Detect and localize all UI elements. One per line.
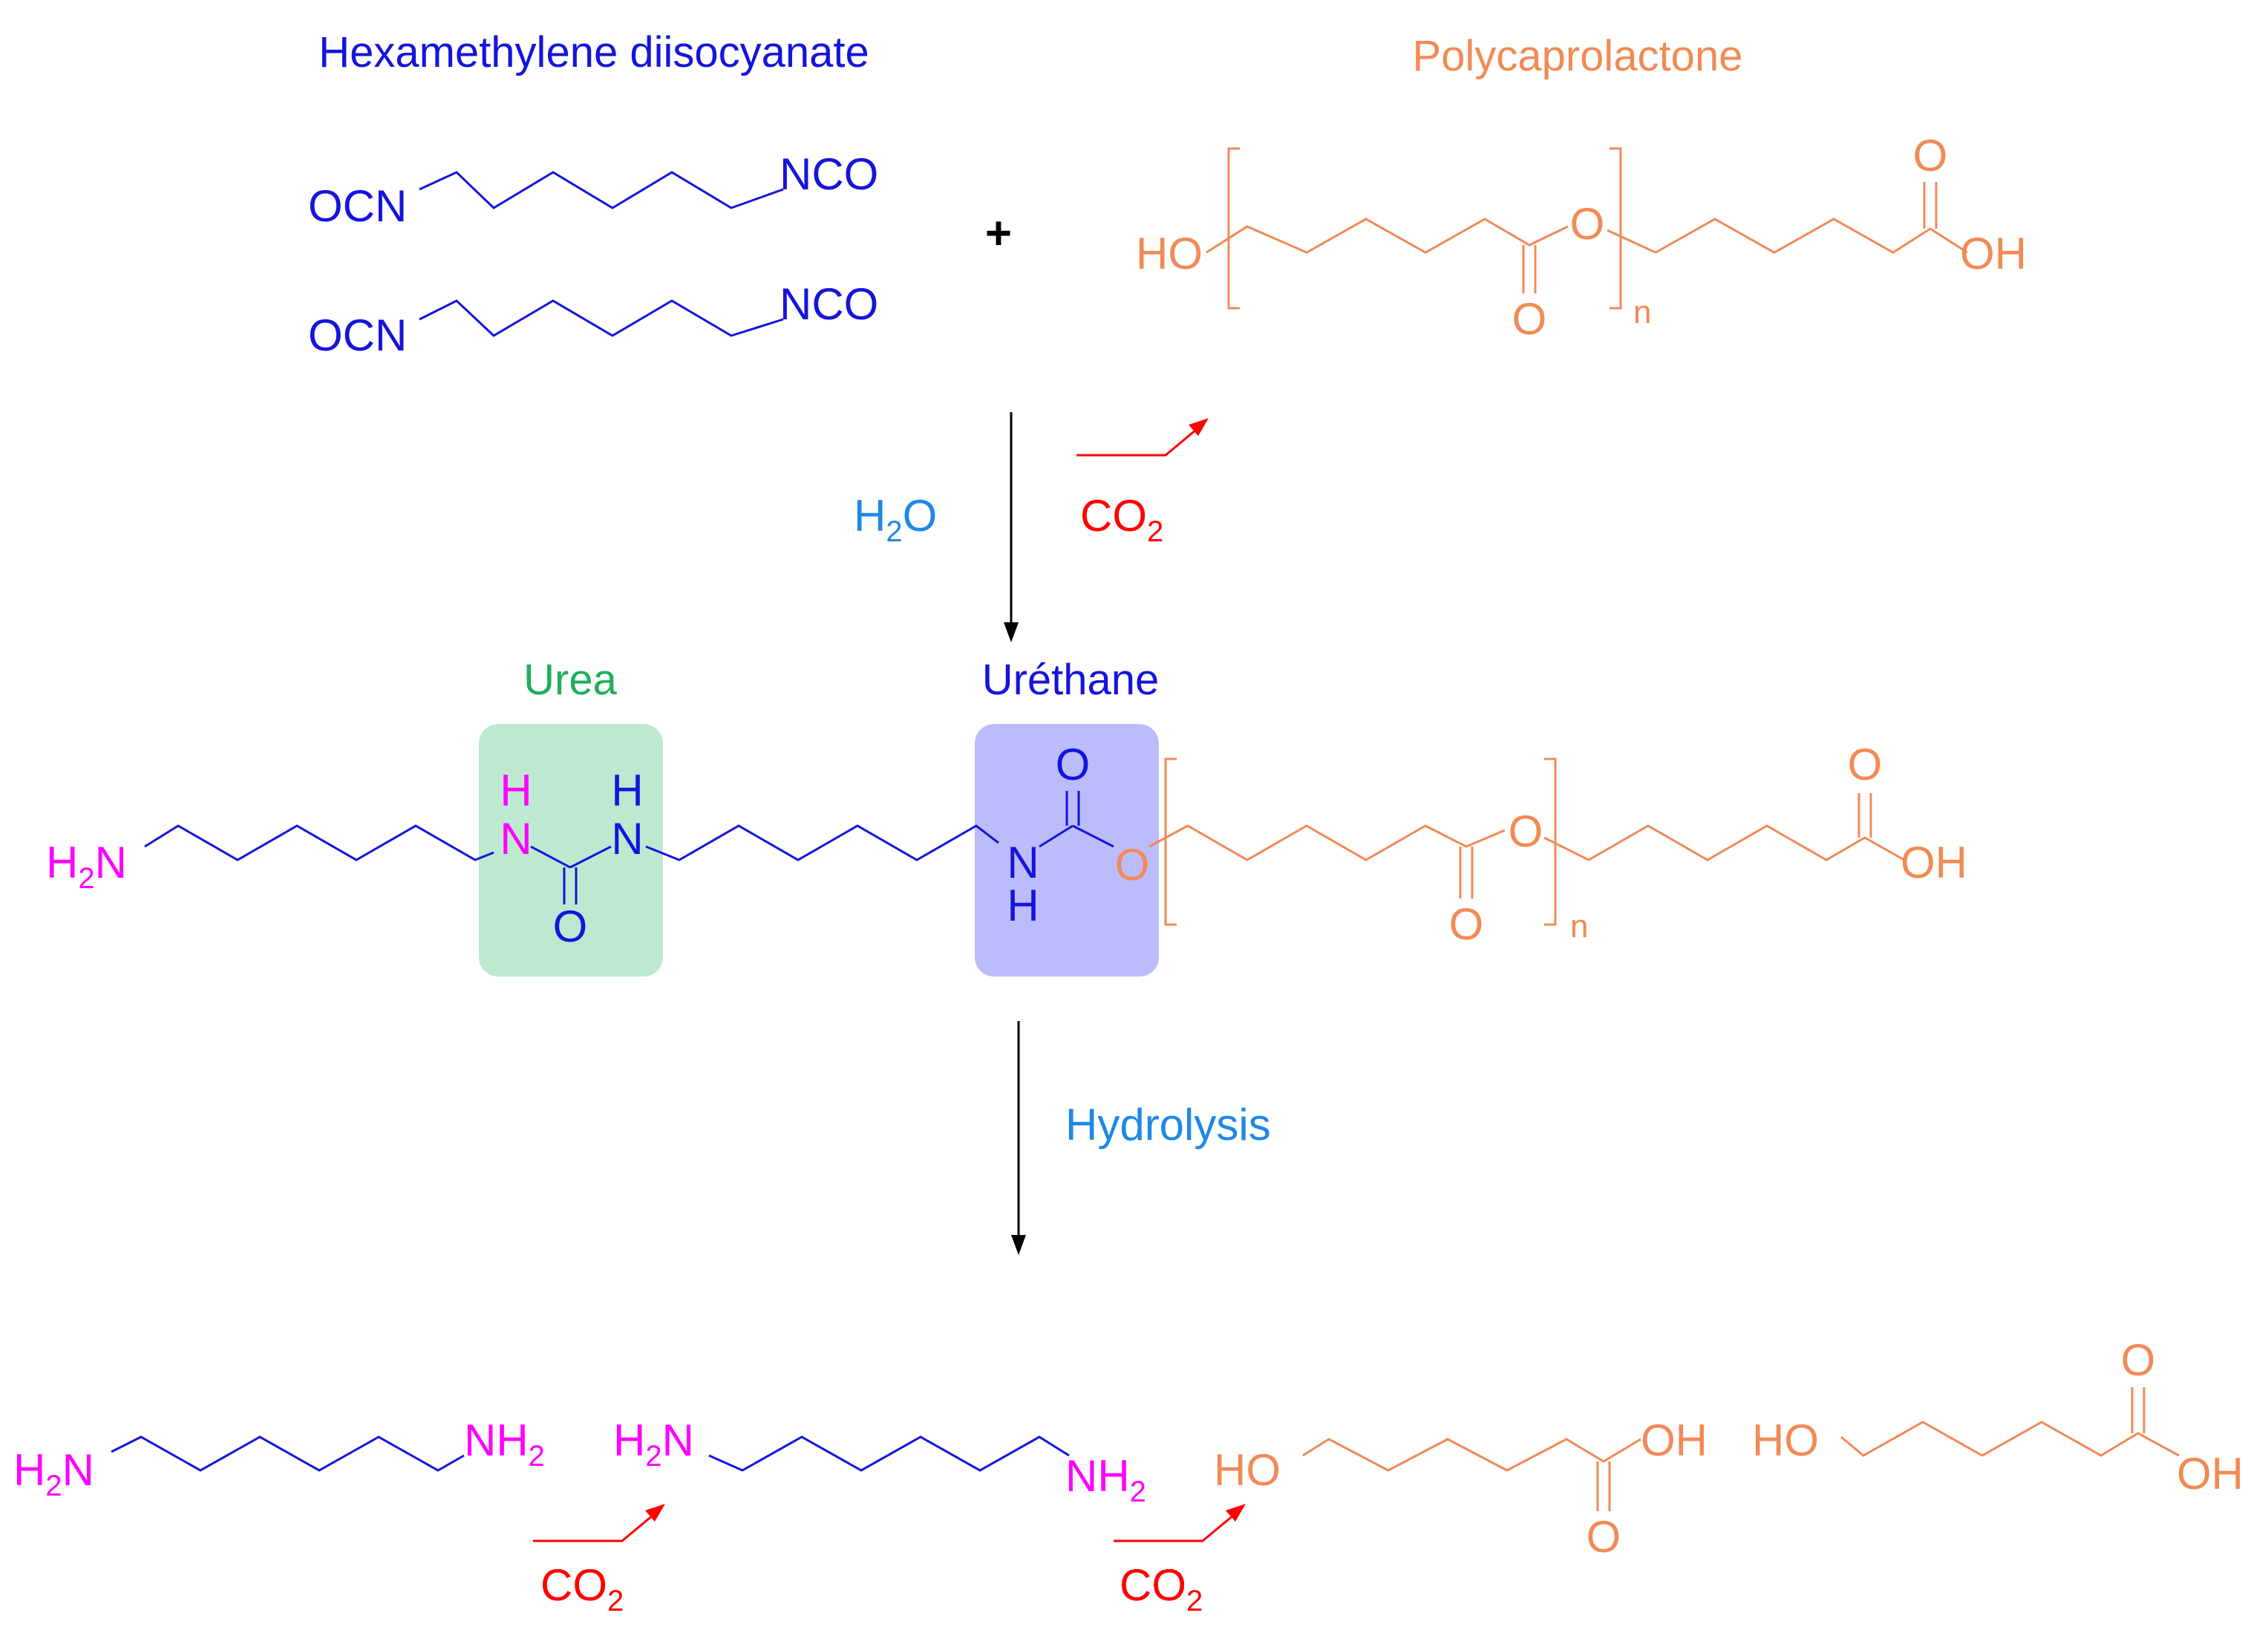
urethane-h: H [1007,881,1039,930]
mid-pcl-ester-o: O [1509,806,1543,856]
urethane-ester-o: O [1115,840,1150,890]
hdi-molecule-1: OCN NCO [308,149,878,231]
hdi-nco-1: NCO [780,149,878,199]
urethane-highlight-box [975,724,1159,977]
hydrolysis-label: Hydrolysis [1065,1100,1271,1150]
pcl-repeat-n: n [1633,294,1651,330]
pcl-repeat-chain [1206,218,1569,254]
co2-byproduct-1: CO2 [1080,491,1163,548]
hexanoic-1-chain [1302,1438,1641,1472]
co2-release-arrow-3 [1114,1504,1246,1542]
intermediate-molecule: H2N H N O H N N H O O O O n O [46,740,1967,951]
urea-bond-right [569,845,612,869]
water-reagent: H2O [854,491,937,548]
diamine-product-1: H2N NH2 [13,1415,545,1502]
mid-pcl-bracket-right [1544,757,1557,926]
co2-byproduct-3: CO2 [1120,1560,1203,1617]
pcl-bracket-right [1610,147,1622,310]
urea-bond-left [530,845,571,869]
mid-pcl-carbonyl-o: O [1449,899,1484,949]
hexanoic-2-oh: OH [2177,1449,2244,1499]
co2-release-arrow-2 [533,1504,665,1542]
mid-pcl-end-carbonyl-o: O [1848,740,1883,789]
hexyl-chain-2 [645,824,999,861]
co2-byproduct-2: CO2 [540,1560,624,1617]
hydroxyhexanoic-acid-product-1: HO O OH [1214,1415,1707,1562]
hexyl-chain-1 [144,824,494,861]
mid-pcl-bracket-left [1164,757,1177,926]
hdi-molecule-2: OCN NCO [308,279,878,360]
hdi-ocn-2: OCN [308,310,407,360]
hexanoic-1-oh: OH [1641,1415,1707,1465]
diamine-product-2: H2N NH2 [613,1415,1146,1508]
reaction-arrow-1 [1004,412,1019,642]
urea-nh-right-h: H [611,766,643,815]
hdi-title: Hexamethylene diisocyanate [318,28,869,76]
urea-nh-right-n: N [611,814,643,864]
hexanoic-1-ho: HO [1214,1445,1281,1495]
hexanoic-2-carbonyl-o: O [2121,1335,2156,1385]
co2-release-arrow-1 [1076,418,1209,457]
pcl-bracket-left [1227,147,1240,310]
plus-sign: + [985,208,1012,259]
hdi-ocn-1: OCN [308,181,407,231]
urethane-title: Uréthane [982,656,1160,704]
diamine-2-chain [708,1435,1070,1472]
urethane-bond-c-o [1072,824,1114,848]
pcl-ho: HO [1136,229,1203,278]
urea-title: Urea [523,656,617,704]
pcl-end-carbonyl-o: O [1913,131,1948,180]
amine-terminal: H2N [46,838,127,895]
urea-highlight-box [479,724,663,977]
mid-pcl-end-oh: OH [1901,838,1967,887]
diamine-2-nh2: NH2 [1065,1451,1146,1508]
hexanoic-2-ho: HO [1752,1415,1819,1465]
mid-pcl-repeat-n: n [1570,908,1588,945]
urea-nh-left-n: N [500,814,532,864]
hexanoic-1-carbonyl-o: O [1586,1512,1621,1562]
urethane-carbonyl-o: O [1056,740,1091,789]
urethane-bond-n-c [1039,824,1073,848]
mid-pcl-ester-link [1543,836,1589,861]
hexanoic-2-chain [1840,1421,2180,1457]
hdi-chain-2 [419,299,784,337]
hydroxyhexanoic-acid-product-2: HO O OH [1752,1335,2244,1499]
mid-pcl-repeat-chain [1148,824,1506,861]
pcl-title: Polycaprolactone [1413,32,1743,80]
diamine-1-chain [111,1435,465,1472]
pcl-repeat-carbonyl-o: O [1512,294,1547,344]
diamine-1-nh2: NH2 [464,1415,545,1473]
hdi-chain-1 [419,171,784,209]
reaction-arrow-2 [1011,1021,1026,1255]
hdi-nco-2: NCO [780,279,878,329]
pcl-ester-link [1607,229,1656,254]
mid-pcl-end-chain [1588,824,1905,861]
pcl-ester-o: O [1570,199,1605,249]
urea-carbonyl-o: O [553,902,588,951]
urea-nh-left-h: H [500,766,532,815]
pcl-end-chain [1655,218,1968,254]
pcl-end-oh: OH [1960,229,2027,278]
diamine-1-h2n: H2N [13,1445,94,1502]
pcl-molecule: HO O O n O OH [1136,131,2027,344]
urethane-n: N [1007,838,1039,887]
diamine-2-h2n: H2N [613,1415,694,1473]
